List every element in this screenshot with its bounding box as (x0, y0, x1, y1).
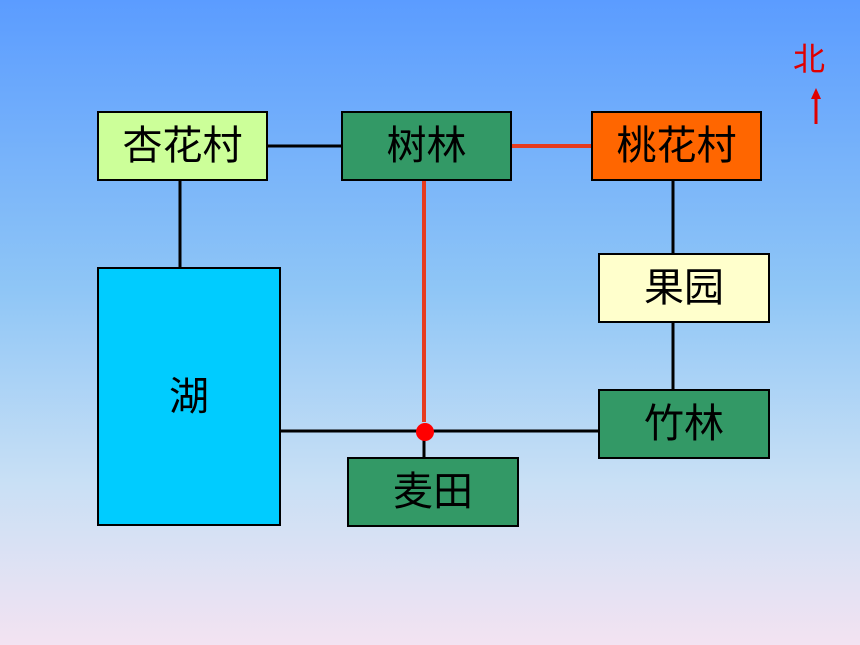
place-orchard: 果园 (598, 253, 770, 323)
junction-marker (416, 423, 434, 441)
place-wheat-field: 麦田 (347, 457, 519, 527)
place-woods: 树林 (341, 111, 512, 181)
place-taohua-village: 桃花村 (591, 111, 762, 181)
place-lake: 湖 (97, 267, 281, 526)
north-arrow-icon (811, 88, 821, 124)
north-label: 北 (793, 40, 826, 78)
place-xinghua-village: 杏花村 (97, 111, 268, 181)
place-bamboo-grove: 竹林 (598, 389, 770, 459)
